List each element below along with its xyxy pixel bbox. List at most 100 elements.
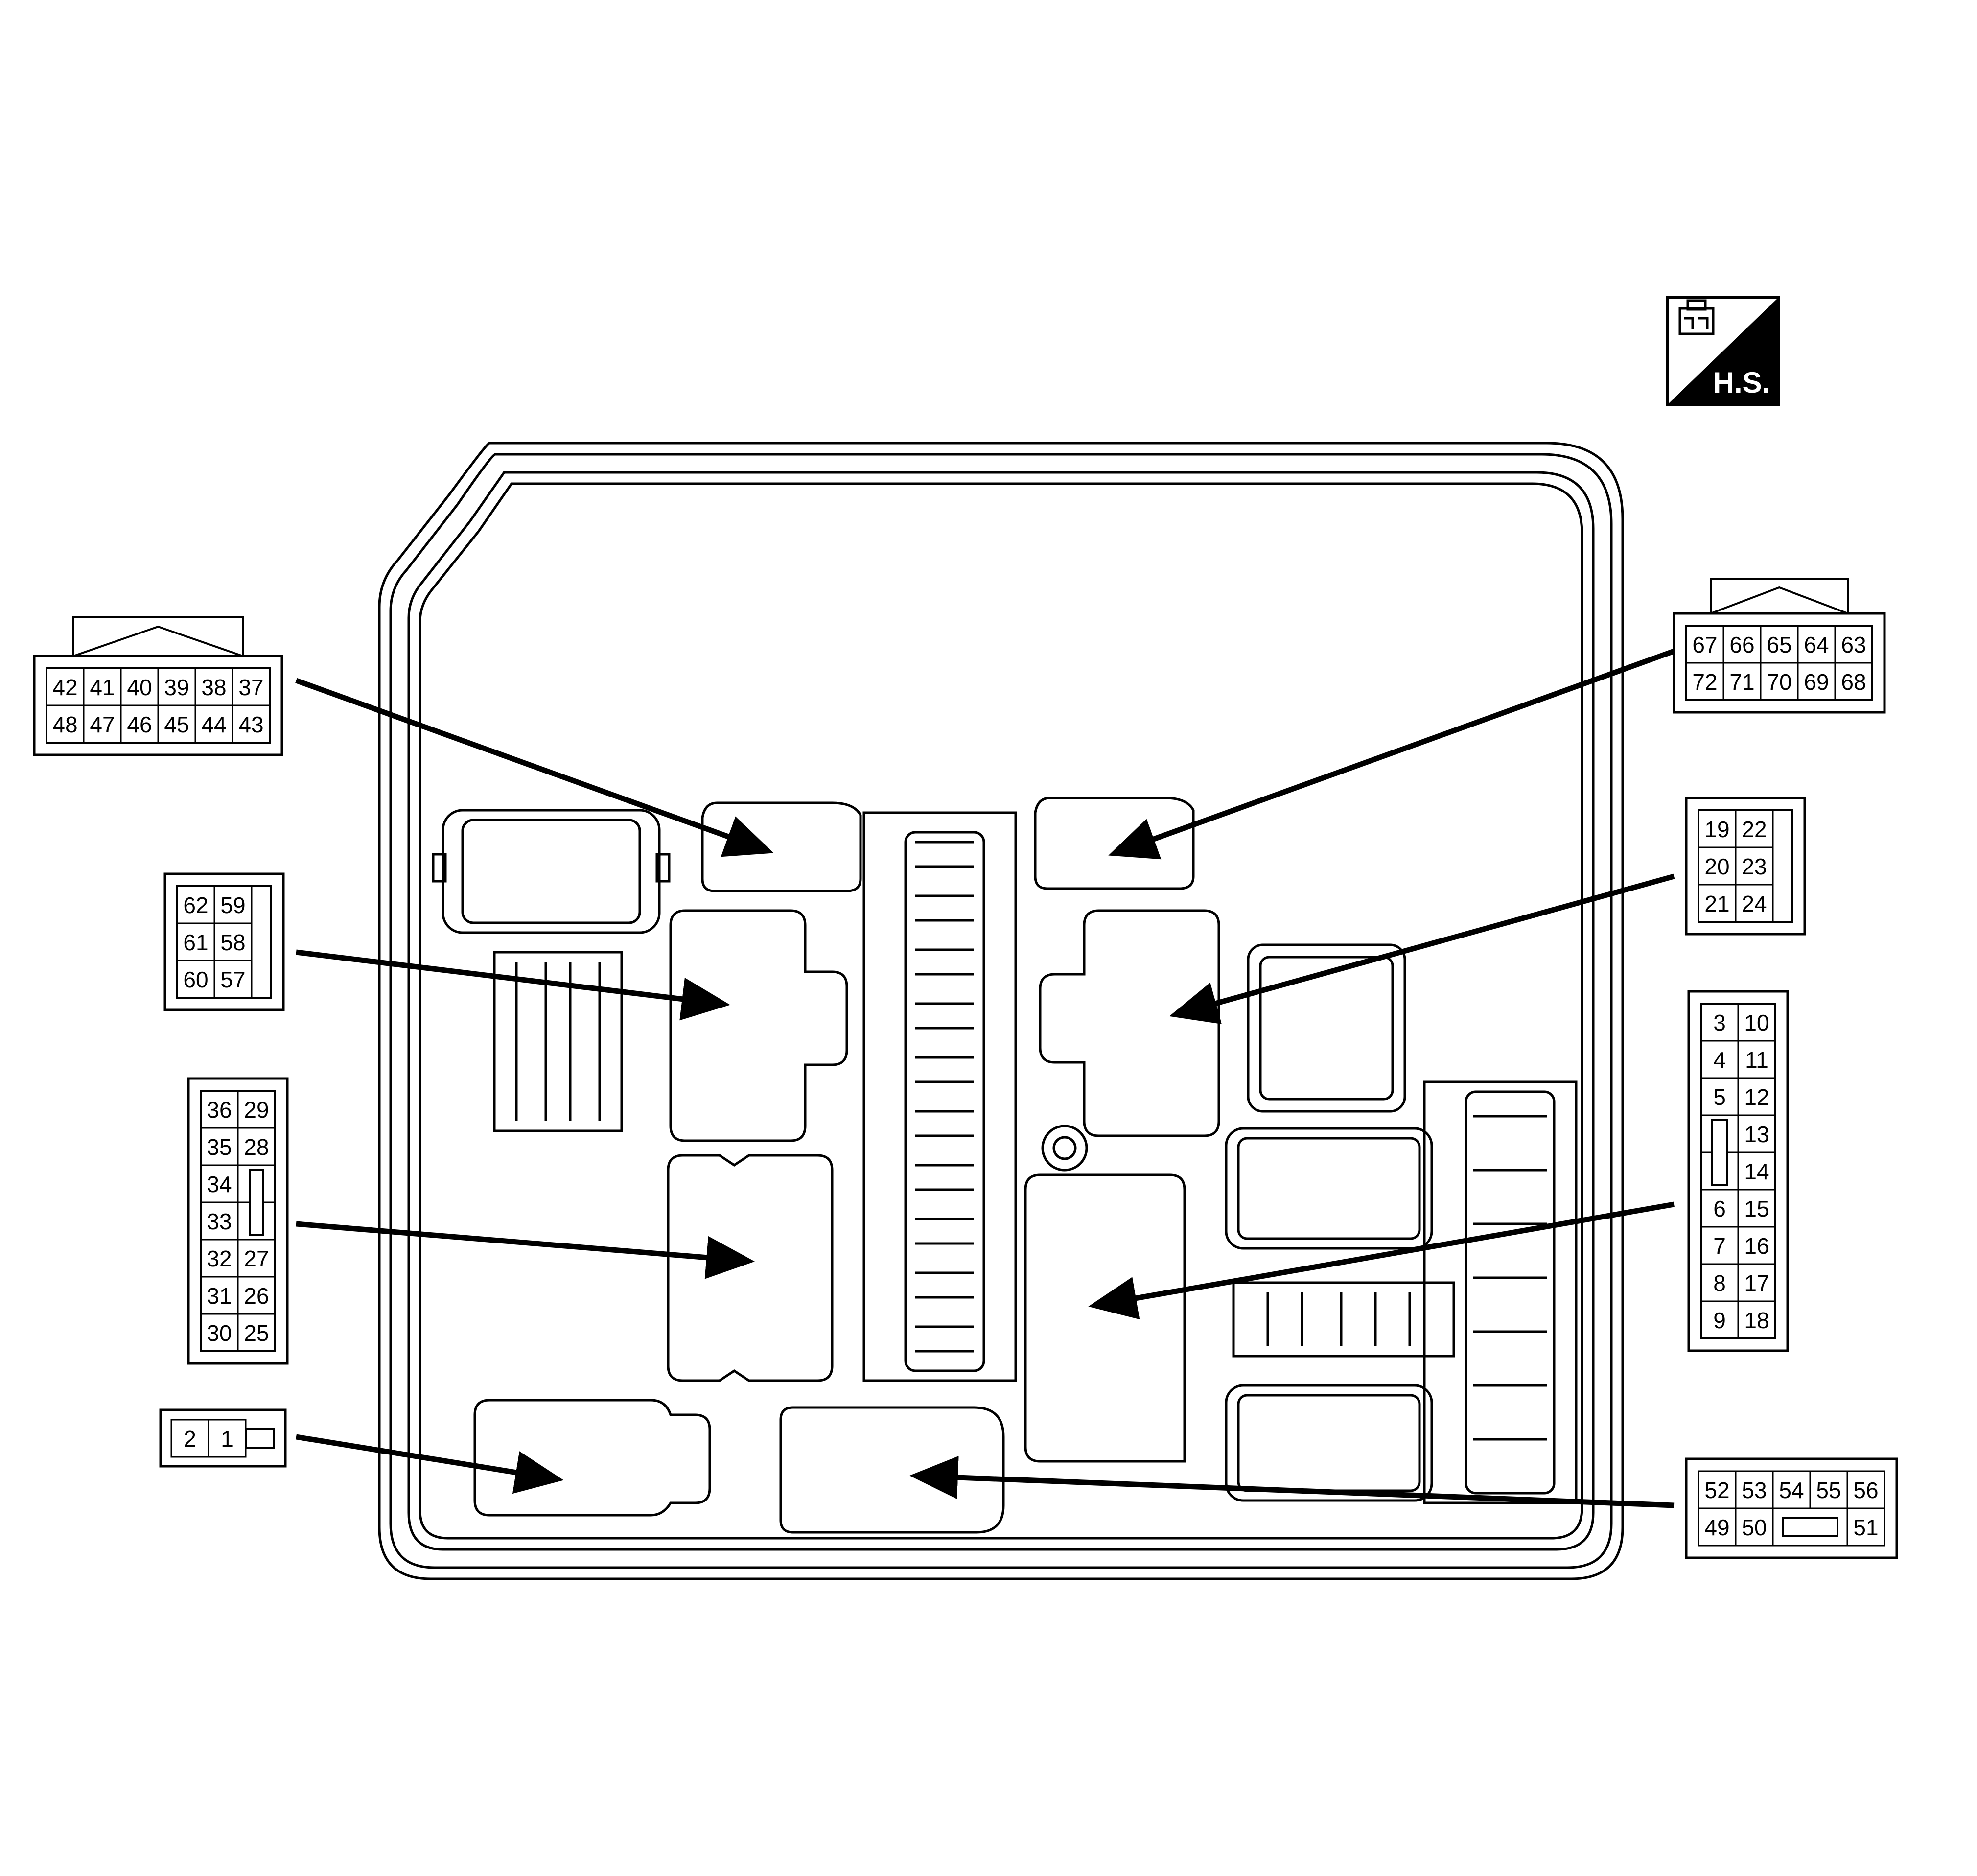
badge-label: H.S. bbox=[1713, 366, 1770, 399]
terminal-number: 24 bbox=[1742, 891, 1767, 916]
terminal-number: 56 bbox=[1853, 1477, 1878, 1503]
terminal-number: 47 bbox=[90, 712, 115, 737]
terminal-number: 8 bbox=[1713, 1270, 1726, 1296]
terminal-number: 72 bbox=[1692, 669, 1717, 695]
terminal-number: 69 bbox=[1804, 669, 1829, 695]
terminal-number: 29 bbox=[244, 1097, 269, 1123]
terminal-number: 18 bbox=[1744, 1308, 1769, 1333]
terminal-number: 9 bbox=[1713, 1308, 1726, 1333]
terminal-number: 40 bbox=[127, 675, 152, 700]
terminal-number: 3 bbox=[1713, 1010, 1726, 1035]
terminal-cell bbox=[1737, 1300, 1776, 1339]
terminal-number: 2 bbox=[184, 1426, 196, 1452]
terminal-number: 55 bbox=[1816, 1477, 1841, 1503]
terminal-number: 22 bbox=[1742, 817, 1767, 842]
terminal-number: 38 bbox=[201, 675, 226, 700]
terminal-number: 11 bbox=[1745, 1047, 1768, 1073]
terminal-number: 57 bbox=[220, 967, 245, 992]
terminal-cell bbox=[237, 1313, 276, 1352]
terminal-number: 54 bbox=[1779, 1477, 1804, 1503]
terminal-number: 58 bbox=[220, 930, 245, 955]
terminal-number: 53 bbox=[1742, 1477, 1767, 1503]
harness-side-badge: H.S. bbox=[1666, 296, 1780, 406]
terminal-number: 65 bbox=[1767, 632, 1791, 657]
arrow-c49-56 bbox=[909, 1456, 1675, 1508]
terminal-number: 59 bbox=[220, 892, 245, 918]
terminal-number: 16 bbox=[1744, 1233, 1769, 1259]
terminal-number: 20 bbox=[1704, 854, 1729, 879]
terminal-number: 39 bbox=[164, 675, 189, 700]
terminal-number: 41 bbox=[90, 675, 115, 700]
connector-c57-62: 62 59 61 58 60 57 bbox=[163, 872, 285, 1011]
terminal-number: 10 bbox=[1744, 1010, 1769, 1035]
terminal-number: 63 bbox=[1841, 632, 1866, 657]
terminal-number: 48 bbox=[52, 712, 77, 737]
terminal-number: 13 bbox=[1744, 1122, 1769, 1147]
connector-c37-48: 42 41 40 39 38 37 48 47 46 45 44 43 bbox=[33, 616, 283, 756]
pointer-arrows bbox=[295, 648, 1675, 1508]
terminal-cell bbox=[1735, 884, 1774, 923]
terminal-cell bbox=[232, 704, 271, 744]
cavity-blank bbox=[245, 1428, 275, 1449]
arrow-c37-48 bbox=[295, 678, 774, 857]
terminal-number: 51 bbox=[1853, 1515, 1878, 1540]
terminal-number: 14 bbox=[1744, 1159, 1769, 1184]
terminal-cell bbox=[1834, 662, 1873, 701]
cavity-blank bbox=[1711, 1119, 1728, 1186]
internal-components bbox=[432, 797, 1578, 1534]
terminal-number: 26 bbox=[244, 1283, 269, 1309]
terminal-number: 62 bbox=[183, 892, 208, 918]
terminal-number: 27 bbox=[244, 1246, 269, 1271]
terminal-number: 17 bbox=[1744, 1270, 1769, 1296]
terminal-number: 45 bbox=[164, 712, 189, 737]
arrow-c1-2 bbox=[296, 1434, 564, 1494]
arrow-c63-72 bbox=[1108, 648, 1675, 860]
terminal-number: 42 bbox=[52, 675, 77, 700]
terminal-number: 7 bbox=[1713, 1233, 1726, 1259]
terminal-number: 49 bbox=[1704, 1515, 1729, 1540]
terminal-number: 23 bbox=[1742, 854, 1767, 879]
terminal-number: 43 bbox=[238, 712, 263, 737]
terminal-number: 5 bbox=[1713, 1084, 1726, 1110]
arrow-c25-36 bbox=[296, 1221, 755, 1279]
terminal-number: 67 bbox=[1692, 632, 1717, 657]
harness-side-connector-icon bbox=[1678, 299, 1715, 335]
terminal-number: 70 bbox=[1767, 669, 1791, 695]
terminal-number: 32 bbox=[207, 1246, 232, 1271]
connector-c49-56: 52 53 54 55 56 49 50 51 bbox=[1685, 1457, 1898, 1559]
terminal-number: 36 bbox=[207, 1097, 232, 1123]
terminal-number: 1 bbox=[221, 1426, 233, 1452]
terminal-number: 28 bbox=[244, 1134, 269, 1160]
terminal-number: 71 bbox=[1729, 669, 1754, 695]
terminal-number: 37 bbox=[238, 675, 263, 700]
arrow-c3-18 bbox=[1088, 1201, 1675, 1320]
terminal-number: 19 bbox=[1704, 817, 1729, 842]
arrow-c57-62 bbox=[296, 949, 730, 1021]
terminal-number: 44 bbox=[201, 712, 226, 737]
terminal-number: 25 bbox=[244, 1320, 269, 1346]
terminal-number: 61 bbox=[183, 930, 208, 955]
terminal-number: 52 bbox=[1704, 1477, 1729, 1503]
terminal-number: 66 bbox=[1729, 632, 1754, 657]
terminal-number: 4 bbox=[1713, 1047, 1726, 1073]
terminal-cell bbox=[1846, 1507, 1885, 1547]
terminal-number: 34 bbox=[207, 1172, 232, 1197]
terminal-number: 46 bbox=[127, 712, 152, 737]
terminal-number: 12 bbox=[1744, 1084, 1769, 1110]
terminal-number: 15 bbox=[1744, 1196, 1769, 1221]
cavity-blank bbox=[1782, 1517, 1838, 1537]
terminal-number: 50 bbox=[1742, 1515, 1767, 1540]
terminal-number: 30 bbox=[207, 1320, 232, 1346]
terminal-number: 60 bbox=[183, 967, 208, 992]
terminal-number: 35 bbox=[207, 1134, 232, 1160]
fuse-block-housing bbox=[378, 442, 1624, 1580]
terminal-number: 68 bbox=[1841, 669, 1866, 695]
